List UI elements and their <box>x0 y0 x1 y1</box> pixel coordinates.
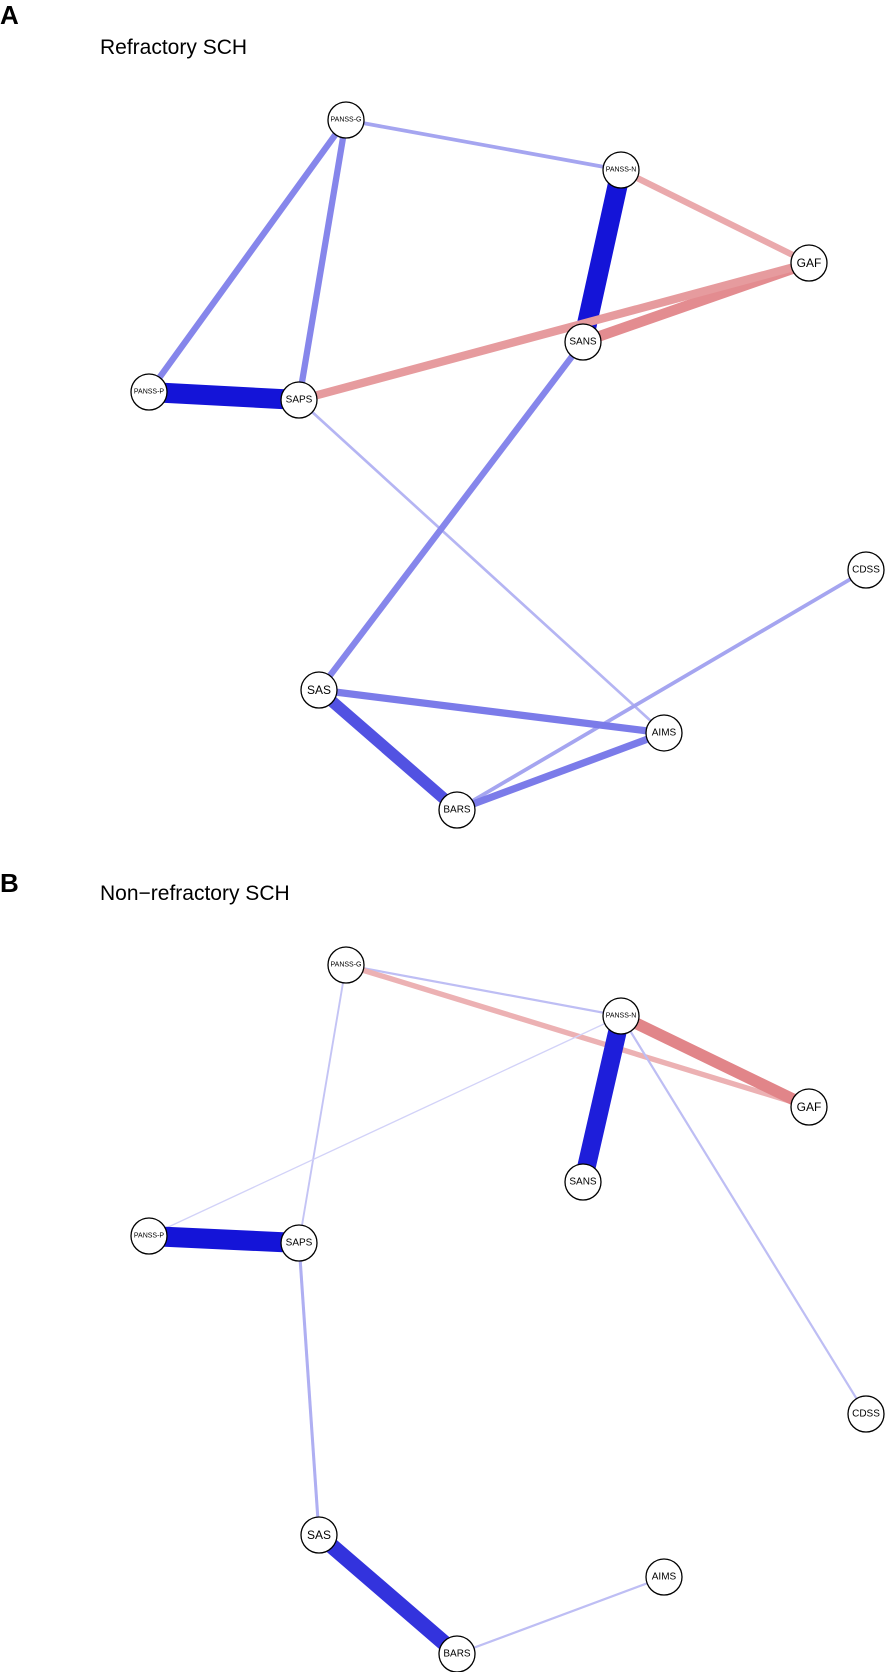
edge-panss-n-cdss <box>620 1015 867 1415</box>
node-circle <box>130 373 168 411</box>
node-panss-p: PANSS-P <box>130 1217 168 1255</box>
node-circle <box>300 671 338 709</box>
node-circle <box>300 1516 338 1554</box>
node-label: PANSS-N <box>606 1013 637 1020</box>
node-panss-p: PANSS-P <box>130 373 168 411</box>
node-sans: SANS <box>564 1163 602 1201</box>
edge-sas-bars <box>315 685 461 815</box>
edge-panss-n-gaf <box>619 167 811 266</box>
node-circle <box>327 101 365 139</box>
edge-panss-n-panss-p <box>148 1015 622 1237</box>
node-circle <box>564 323 602 361</box>
panel-title: Refractory SCH <box>100 36 248 59</box>
edge-bars-aims <box>455 729 666 814</box>
node-aims: AIMS <box>645 1558 683 1596</box>
edge-panss-n-gaf <box>618 1010 812 1113</box>
node-label: SAPS <box>286 1238 313 1249</box>
panel-b: B Non−refractory SCH PANSS-G PANSS-N GAF SA… <box>0 836 886 1672</box>
node-label: PANSS-G <box>331 117 362 124</box>
node-circle <box>327 946 365 984</box>
network-graph-non-refractory: PANSS-G PANSS-N GAF SANS PANSS-P SAPS CDSS SAS A… <box>130 946 885 1672</box>
edge-bars-aims <box>456 1575 665 1656</box>
edge-panss-p-saps <box>148 1226 300 1253</box>
node-circle <box>790 244 828 282</box>
edge-panss-g-panss-n <box>345 963 622 1018</box>
node-circle <box>438 1635 476 1672</box>
node-gaf: GAF <box>790 244 828 282</box>
node-bars: BARS <box>438 1635 476 1672</box>
edges <box>146 118 867 815</box>
node-label: SANS <box>569 1177 597 1188</box>
node-label: SAS <box>307 1528 331 1542</box>
node-circle <box>847 1395 885 1433</box>
node-circle <box>280 381 318 419</box>
node-label: BARS <box>443 1649 471 1660</box>
node-cdss: CDSS <box>847 551 885 589</box>
node-label: CDSS <box>852 1409 880 1420</box>
node-label: SAS <box>307 683 331 697</box>
panel-letter: A <box>0 0 19 30</box>
node-panss-n: PANSS-N <box>602 151 640 189</box>
node-label: CDSS <box>852 565 880 576</box>
nodes: PANSS-G PANSS-N GAF SANS PANSS-P SAPS CDSS SAS A… <box>130 946 885 1672</box>
node-label: PANSS-G <box>331 962 362 969</box>
node-label: AIMS <box>652 728 677 739</box>
node-circle <box>280 1224 318 1262</box>
node-circle <box>130 1217 168 1255</box>
node-circle <box>847 551 885 589</box>
node-circle <box>602 151 640 189</box>
node-label: PANSS-N <box>606 167 637 174</box>
edge-saps-gaf <box>297 258 811 405</box>
edge-sas-aims <box>318 686 665 737</box>
node-saps: SAPS <box>280 1224 318 1262</box>
edge-panss-g-panss-n <box>345 118 622 172</box>
panel-title: Non−refractory SCH <box>100 882 290 905</box>
node-sas: SAS <box>300 1516 338 1554</box>
node-panss-g: PANSS-G <box>327 101 365 139</box>
edge-cdss-bars <box>456 568 867 812</box>
node-aims: AIMS <box>645 714 683 752</box>
edge-panss-n-sans <box>573 1013 631 1185</box>
edge-sas-bars <box>313 1529 463 1660</box>
node-gaf: GAF <box>790 1088 828 1126</box>
node-label: AIMS <box>652 1572 677 1583</box>
node-sas: SAS <box>300 671 338 709</box>
node-label: GAF <box>797 256 822 270</box>
node-label: SAPS <box>286 395 313 406</box>
panel-letter: B <box>0 868 19 898</box>
node-panss-g: PANSS-G <box>327 946 365 984</box>
network-graph-refractory: PANSS-G PANSS-N GAF SANS PANSS-P SAPS CDSS SAS A… <box>130 101 885 829</box>
node-circle <box>645 1558 683 1596</box>
node-cdss: CDSS <box>847 1395 885 1433</box>
edge-panss-g-saps <box>295 119 350 401</box>
node-circle <box>602 997 640 1035</box>
node-sans: SANS <box>564 323 602 361</box>
node-saps: SAPS <box>280 381 318 419</box>
edge-panss-g-saps <box>298 964 347 1244</box>
node-label: BARS <box>443 805 471 816</box>
node-circle <box>645 714 683 752</box>
node-circle <box>564 1163 602 1201</box>
edge-panss-p-saps <box>148 382 300 410</box>
node-label: SANS <box>569 337 597 348</box>
node-circle <box>790 1088 828 1126</box>
edge-saps-sas <box>297 1242 321 1536</box>
node-bars: BARS <box>438 791 476 829</box>
node-label: PANSS-P <box>134 389 165 396</box>
edge-panss-n-sans <box>573 167 631 345</box>
edge-sans-sas <box>316 340 586 692</box>
node-label: GAF <box>797 1100 822 1114</box>
node-circle <box>438 791 476 829</box>
nodes: PANSS-G PANSS-N GAF SANS PANSS-P SAPS CDSS SAS A… <box>130 101 885 829</box>
node-panss-n: PANSS-N <box>602 997 640 1035</box>
edges <box>148 962 867 1660</box>
node-label: PANSS-P <box>134 1233 165 1240</box>
edge-saps-aims <box>298 399 665 734</box>
edge-panss-g-panss-p <box>146 118 349 394</box>
